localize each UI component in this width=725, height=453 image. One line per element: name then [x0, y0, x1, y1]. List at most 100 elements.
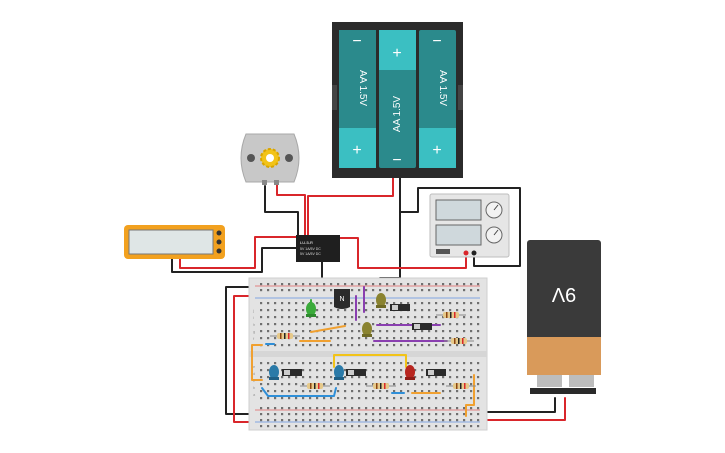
battery-cell-2[interactable]: + − AA 1.5V — [379, 30, 416, 169]
breadboard-hole — [330, 390, 333, 393]
breadboard-hole — [344, 376, 347, 379]
battery-pack[interactable]: − + AA 1.5V + − AA 1.5V − + AA 1.5V — [332, 22, 463, 178]
breadboard-hole — [456, 309, 459, 312]
wire-relay-red-supply[interactable] — [339, 237, 467, 269]
bb-wire-orange-4[interactable] — [465, 374, 475, 417]
breadboard-hole — [288, 309, 291, 312]
breadboard-hole — [372, 369, 375, 372]
breadboard-hole — [281, 397, 284, 400]
breadboard-hole — [463, 309, 466, 312]
breadboard-hole — [302, 283, 305, 286]
breadboard-hole — [428, 309, 431, 312]
wire-9v-black[interactable] — [465, 397, 556, 413]
breadboard-hole — [302, 413, 305, 416]
breadboard-hole — [281, 376, 284, 379]
power-supply[interactable] — [429, 193, 510, 258]
breadboard-hole — [344, 309, 347, 312]
breadboard-hole — [358, 390, 361, 393]
resistor-4[interactable] — [300, 383, 330, 389]
wire-meter-red[interactable] — [179, 236, 299, 269]
wire-meter-black[interactable] — [171, 247, 299, 273]
relay[interactable]: LU-5-R 5V 1A/5V DC 5V 1A/5V DC — [296, 235, 340, 262]
breadboard-hole — [365, 316, 368, 319]
bb-wire-orange-1[interactable] — [310, 325, 346, 333]
breadboard-hole — [288, 323, 291, 326]
slide-switch-1[interactable] — [390, 304, 410, 311]
breadboard-hole — [386, 362, 389, 365]
wire-pack-black[interactable] — [379, 177, 401, 279]
breadboard-hole — [442, 323, 445, 326]
battery-9v[interactable]: 9V — [527, 240, 601, 394]
bb-wire-orange-3[interactable] — [251, 344, 263, 381]
battery-cell-3[interactable]: − + AA 1.5V — [419, 30, 456, 168]
breadboard-hole — [449, 344, 452, 347]
breadboard-hole — [358, 330, 361, 333]
resistor-5[interactable] — [366, 383, 396, 389]
breadboard-hole — [330, 323, 333, 326]
led-olive-1[interactable] — [376, 293, 386, 308]
bb-wire-blue-1[interactable] — [261, 387, 337, 397]
resistor-2[interactable] — [436, 312, 466, 318]
wire-pack-red[interactable] — [307, 177, 394, 237]
led-olive-2[interactable] — [362, 322, 372, 337]
breadboard-hole — [281, 316, 284, 319]
led-green[interactable] — [306, 302, 316, 317]
breadboard-hole — [442, 390, 445, 393]
multimeter[interactable] — [124, 225, 225, 259]
breadboard-hole — [372, 413, 375, 416]
breadboard-hole — [470, 376, 473, 379]
resistor-6[interactable] — [446, 383, 476, 389]
breadboard-hole — [421, 283, 424, 286]
breadboard-hole — [435, 425, 438, 428]
slide-switch-5[interactable] — [426, 369, 446, 376]
breadboard-hole — [323, 289, 326, 292]
breadboard-hole — [260, 323, 263, 326]
slide-switch-2[interactable] — [412, 323, 432, 330]
breadboard-hole — [323, 383, 326, 386]
breadboard-hole — [372, 397, 375, 400]
row-label-a: a — [253, 392, 256, 397]
breadboard-hole — [337, 390, 340, 393]
breadboard-hole — [372, 344, 375, 347]
led-red[interactable] — [405, 365, 415, 380]
breadboard-hole — [407, 337, 410, 340]
battery-cell-1[interactable]: − + AA 1.5V — [339, 30, 376, 168]
breadboard-hole — [295, 383, 298, 386]
breadboard-hole — [316, 283, 319, 286]
breadboard-hole — [414, 309, 417, 312]
breadboard-hole — [281, 283, 284, 286]
breadboard-hole — [330, 376, 333, 379]
breadboard-hole — [414, 344, 417, 347]
bb-wire-yellow[interactable] — [333, 354, 407, 368]
slide-switch-4[interactable] — [346, 369, 366, 376]
wire-supply-black[interactable] — [399, 187, 521, 267]
breadboard-hole — [400, 289, 403, 292]
resistor-1[interactable] — [270, 333, 300, 339]
breadboard-hole — [393, 376, 396, 379]
breadboard-hole — [260, 390, 263, 393]
transistor[interactable]: N — [334, 289, 350, 309]
dc-motor[interactable] — [240, 133, 300, 185]
breadboard-hole — [358, 425, 361, 428]
breadboard-hole — [344, 413, 347, 416]
relay-label-1: LU-5-R — [300, 240, 313, 245]
breadboard-hole — [302, 425, 305, 428]
breadboard-hole — [456, 283, 459, 286]
breadboard-hole — [372, 425, 375, 428]
breadboard-hole — [351, 383, 354, 386]
breadboard-hole — [337, 419, 340, 422]
breadboard-hole — [330, 362, 333, 365]
breadboard-hole — [435, 302, 438, 305]
wire-motor-red[interactable] — [276, 182, 306, 237]
resistor-3[interactable] — [444, 338, 474, 344]
slide-switch-3[interactable] — [282, 369, 302, 376]
breadboard-hole — [470, 309, 473, 312]
breadboard-hole — [407, 383, 410, 386]
led-blue-2[interactable] — [334, 365, 344, 380]
wire-bb-black-left[interactable] — [225, 286, 266, 415]
breadboard-hole — [379, 316, 382, 319]
wire-motor-black[interactable] — [264, 185, 299, 237]
led-blue-1[interactable] — [269, 365, 279, 380]
cell-1-bottom-terminal: + — [352, 142, 361, 159]
